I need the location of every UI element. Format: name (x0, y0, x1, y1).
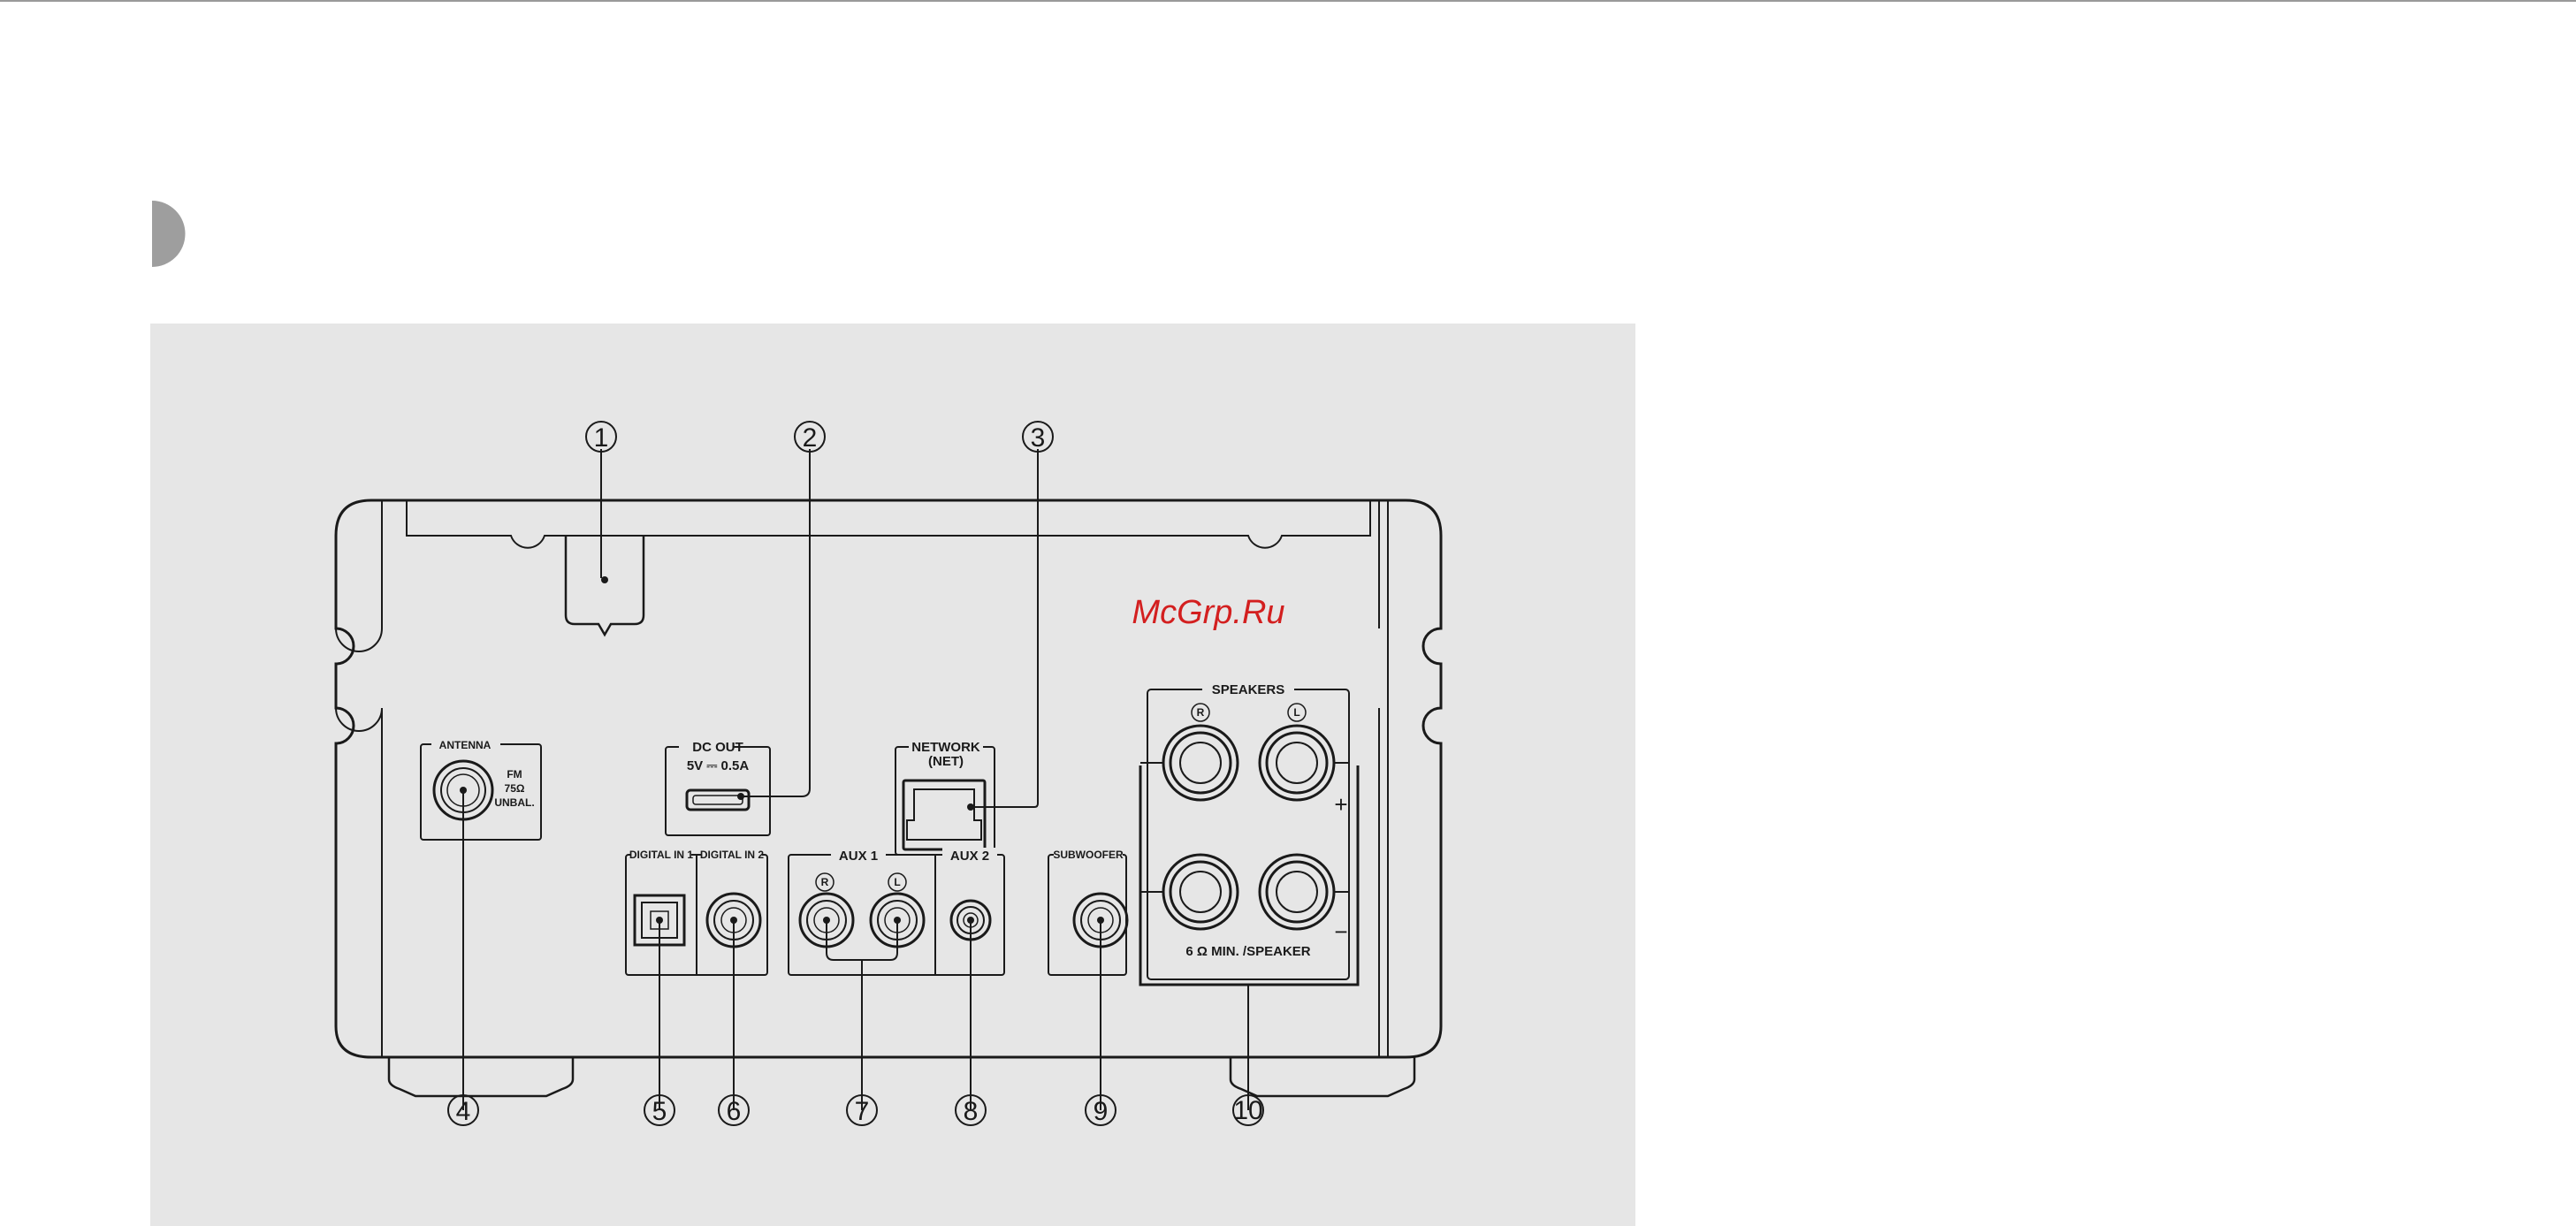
speaker-r-plus-terminal (1163, 726, 1238, 800)
speaker-l-minus-terminal (1260, 855, 1334, 929)
aux1-l-marker: L (894, 876, 900, 888)
callout-4: 4 (456, 1097, 471, 1126)
dc-out-label: DC OUT (692, 740, 743, 755)
callout-8: 8 (964, 1097, 979, 1126)
subwoofer-section (1048, 855, 1126, 975)
top-rule (0, 0, 2576, 2)
section-marker-icon (152, 201, 187, 267)
fm-impedance-label: 75Ω (505, 782, 525, 795)
network-label: NETWORK (911, 740, 980, 755)
chassis-outline (336, 500, 1441, 1057)
callout-7: 7 (855, 1097, 870, 1126)
fm-unbal-label: UNBAL. (494, 796, 534, 809)
dc-out-rating-label: 5V ⎓ 0.5A (687, 758, 750, 773)
callout-9: 9 (1094, 1097, 1109, 1126)
aux1-r-marker: R (821, 876, 829, 888)
speaker-r-marker: R (1197, 706, 1205, 719)
inner-frame (407, 500, 1370, 548)
leader-7 (827, 920, 897, 1110)
aux2-label: AUX 2 (950, 849, 989, 864)
speaker-r-minus-terminal (1163, 855, 1238, 929)
minus-sign: − (1334, 918, 1347, 945)
callout-1: 1 (594, 423, 609, 453)
plus-sign: + (1334, 791, 1347, 818)
callout-10: 10 (1233, 1096, 1262, 1125)
digital-in-2-label: DIGITAL IN 2 (700, 849, 765, 861)
figure-panel: ANTENNA FM 75Ω UNBAL. DC OUT 5V ⎓ 0.5A N… (150, 324, 1635, 1226)
network-sub-label: (NET) (928, 754, 964, 769)
digital-in-1-label: DIGITAL IN 1 (629, 849, 694, 861)
callout-3: 3 (1031, 423, 1046, 453)
speaker-rating-label: 6 Ω MIN. /SPEAKER (1185, 944, 1310, 959)
right-foot (1231, 1057, 1414, 1096)
antenna-housing (566, 536, 644, 635)
callout-5: 5 (652, 1097, 667, 1126)
fm-label: FM (507, 768, 522, 781)
left-foot (389, 1057, 573, 1096)
callout-2: 2 (803, 423, 818, 453)
aux1-label: AUX 1 (839, 849, 878, 864)
antenna-label: ANTENNA (439, 739, 492, 751)
watermark: McGrp.Ru (1132, 594, 1284, 631)
speaker-l-plus-terminal (1260, 726, 1334, 800)
speakers-label: SPEAKERS (1212, 682, 1285, 697)
callout-6: 6 (727, 1097, 742, 1126)
subwoofer-label: SUBWOOFER (1053, 849, 1124, 861)
speaker-l-marker: L (1293, 706, 1299, 719)
rear-panel-diagram: ANTENNA FM 75Ω UNBAL. DC OUT 5V ⎓ 0.5A N… (150, 324, 1635, 1226)
